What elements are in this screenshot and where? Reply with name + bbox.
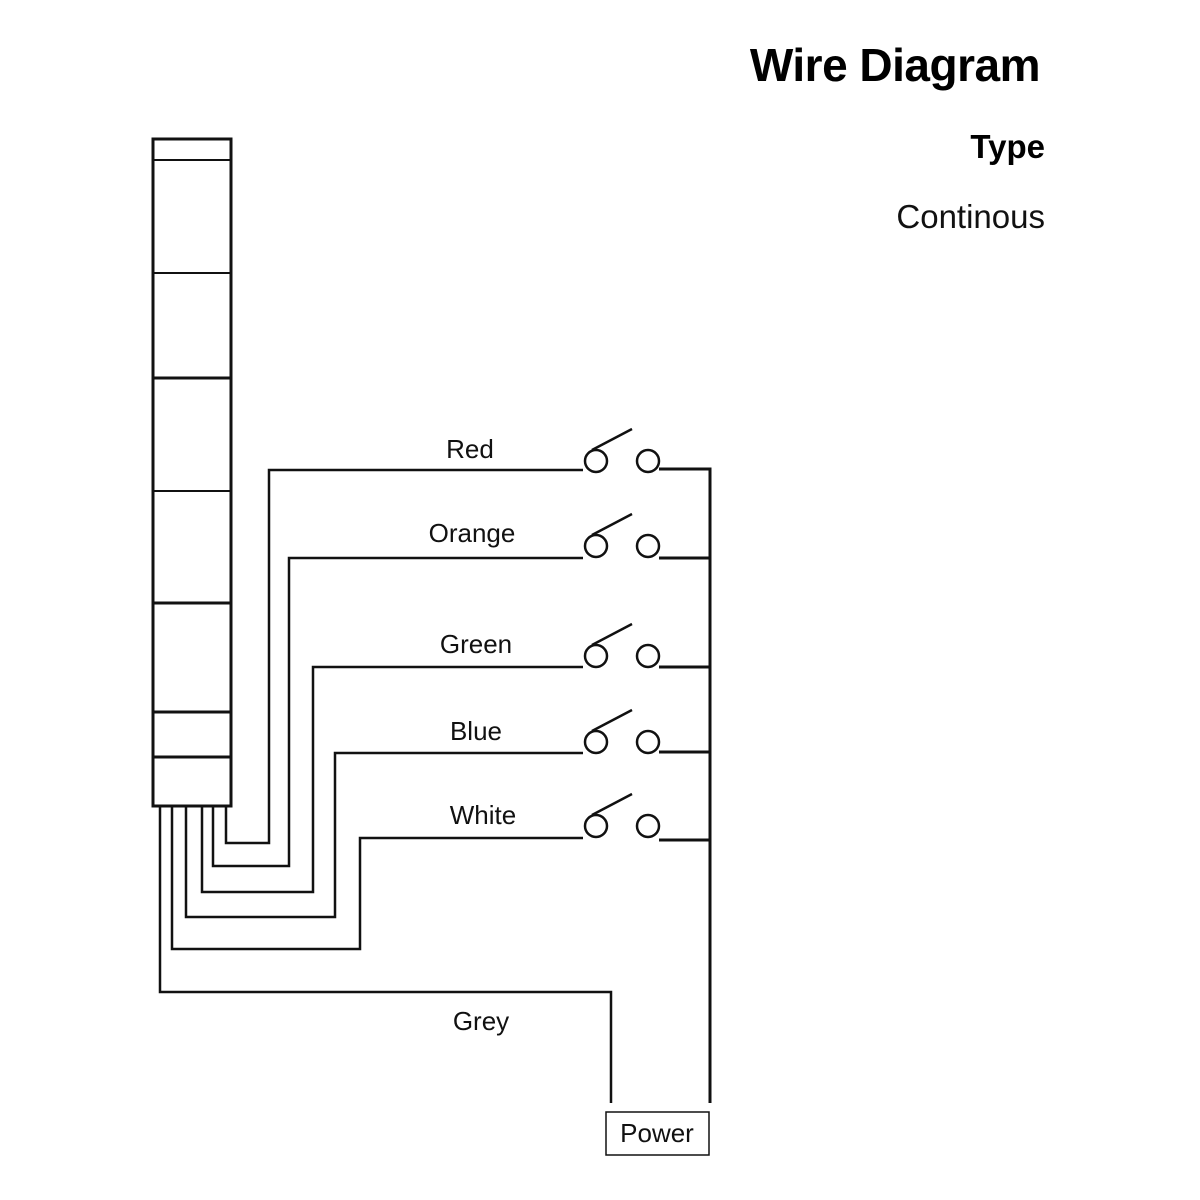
wire-orange — [211, 556, 583, 868]
wire-white — [170, 806, 583, 951]
signal-tower — [151, 137, 233, 808]
common-bus — [659, 467, 712, 1103]
wire-red — [224, 468, 583, 845]
page-title: Wire Diagram — [749, 39, 1041, 91]
type-heading: Type — [970, 128, 1045, 165]
wire-label-red: Red — [446, 434, 494, 464]
wire-label-grey: Grey — [453, 1006, 509, 1036]
switch-orange — [583, 512, 661, 559]
wire-label-white: White — [450, 800, 516, 830]
switch-blue — [583, 708, 661, 755]
tower-body — [151, 137, 233, 808]
switch-white — [583, 792, 661, 839]
wire-blue — [184, 751, 583, 919]
switch-green — [583, 622, 661, 669]
power-box: Power — [605, 1111, 710, 1156]
power-label: Power — [620, 1118, 694, 1148]
switch-red — [583, 427, 661, 474]
type-value: Continous — [896, 198, 1045, 235]
wire-green — [200, 665, 583, 894]
wire-label-blue: Blue — [450, 716, 502, 746]
wire-grey — [158, 806, 613, 1103]
wire-label-orange: Orange — [429, 518, 516, 548]
wire-label-green: Green — [440, 629, 512, 659]
